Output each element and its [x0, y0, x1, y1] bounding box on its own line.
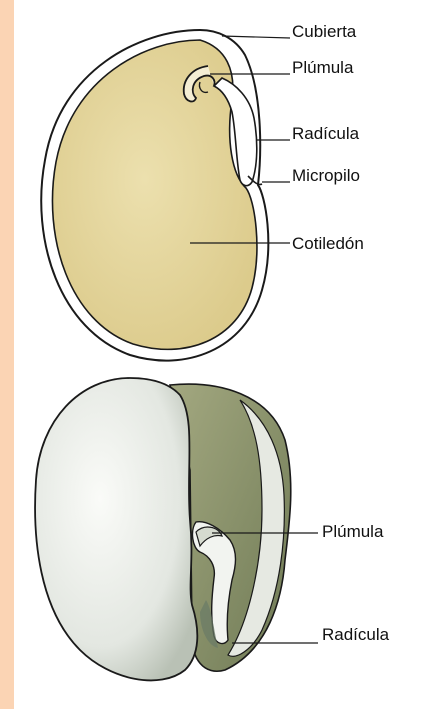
- label-plumula-top: Plúmula: [292, 58, 354, 77]
- left-cotyledon: [35, 378, 197, 680]
- seed-section: [41, 30, 268, 361]
- label-radicula-bottom: Radícula: [322, 625, 390, 644]
- label-radicula-top: Radícula: [292, 124, 360, 143]
- label-micropilo: Micropilo: [292, 166, 360, 185]
- label-cubierta: Cubierta: [292, 22, 357, 41]
- label-cotiledon: Cotiledón: [292, 234, 364, 253]
- label-plumula-bottom: Plúmula: [322, 522, 384, 541]
- opened-seed: [35, 378, 291, 680]
